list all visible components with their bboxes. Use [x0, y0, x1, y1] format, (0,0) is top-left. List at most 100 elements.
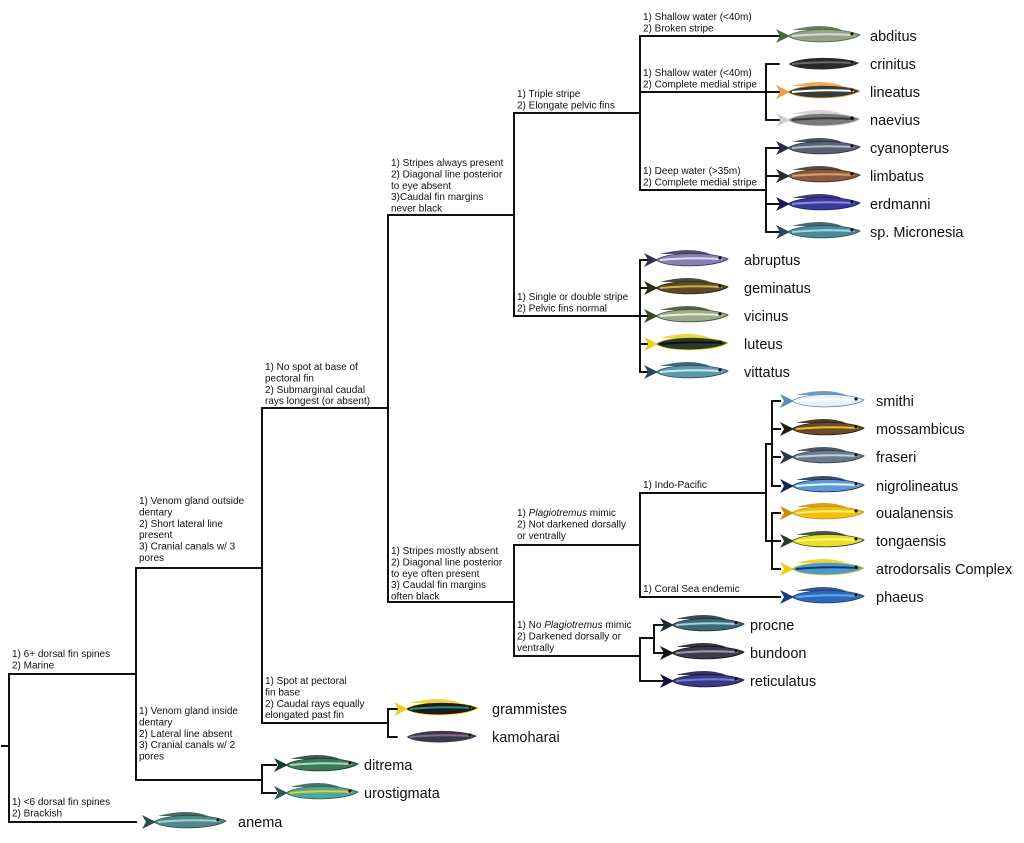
branch-shallow-complete [765, 63, 781, 121]
fish-lineatus [776, 82, 861, 99]
branch-triple-stripe [639, 35, 781, 191]
species-label-erdmanni: erdmanni [870, 197, 930, 213]
fish-tail [394, 730, 408, 744]
node-label-line: dentary [139, 507, 172, 518]
species-label-phaeus: phaeus [876, 590, 924, 606]
fish-body [791, 562, 865, 576]
fish-eye [850, 60, 854, 64]
fish-body [791, 422, 865, 436]
fish-dorsal-fin [792, 194, 842, 198]
fish-dorsal-fin [792, 110, 842, 114]
node-label-line: 1) Venom gland outside [139, 496, 245, 507]
node-label-line: 1) Stripes mostly absent [391, 546, 498, 557]
fish-dorsal-fin [660, 278, 710, 282]
species-label-cyanopterus: cyanopterus [870, 141, 949, 157]
fish-grammistes [394, 699, 479, 716]
fish-body [787, 113, 861, 127]
node-label-line: 2) Complete medial stripe [643, 177, 757, 188]
fish-body [285, 786, 359, 800]
fish-tail [644, 337, 658, 351]
node-label-line: 2) Complete medial stripe [643, 79, 757, 90]
node-label-line: 1) Single or double stripe [517, 292, 629, 303]
species-label-smithi: smithi [876, 394, 914, 410]
fish-vicinus [644, 306, 729, 323]
fish-body [791, 450, 865, 464]
fish-eye [854, 453, 858, 457]
fish-stripe [157, 819, 221, 823]
fish-eye [850, 200, 854, 204]
fish-dorsal-fin [676, 671, 726, 675]
fish-body [405, 730, 479, 744]
fish-reticulatus [660, 671, 745, 688]
fish-body [787, 141, 861, 155]
fish-body [791, 590, 865, 604]
fish-dorsal-fin [792, 54, 842, 58]
fish-tail [780, 590, 794, 604]
fish-stripe [791, 145, 855, 149]
species-label-crinitus: crinitus [870, 57, 916, 73]
fish-kamoharai [394, 727, 479, 744]
node-label-line: fin base [265, 687, 300, 698]
fish-stripe [795, 510, 859, 514]
species-label-urostigmata: urostigmata [364, 786, 441, 802]
fish-tail [274, 758, 288, 772]
fish-tail [780, 534, 794, 548]
fish-body [655, 281, 729, 295]
fish-body [655, 365, 729, 379]
fish-tail [644, 365, 658, 379]
fish-fraseri [780, 447, 865, 464]
species-label-anema: anema [238, 815, 283, 831]
fish-luteus [644, 334, 729, 351]
fish-geminatus [644, 278, 729, 295]
fish-tail [644, 281, 658, 295]
fish-stripe [675, 678, 739, 682]
fish-dorsal-fin [660, 306, 710, 310]
fish-tail [776, 57, 790, 71]
node-label-line: 1) Deep water (>35m) [643, 166, 741, 177]
fish-dorsal-fin [290, 783, 340, 787]
fish-eye [850, 172, 854, 176]
fish-eye [348, 789, 352, 793]
fish-stripe [795, 454, 859, 458]
fish-stripe [791, 89, 855, 93]
fish-body [787, 85, 861, 99]
species-label-procne: procne [750, 618, 794, 634]
node-label-line: or ventrally [517, 531, 566, 542]
node-label-line: 2) Lateral line absent [139, 729, 233, 740]
fish-stripe [659, 369, 723, 373]
fish-tail [776, 169, 790, 183]
fish-bundoon [660, 643, 745, 660]
node-label-shallow-broken: 1) Shallow water (<40m)2) Broken stripe [643, 12, 752, 34]
fish-stripe [791, 33, 855, 37]
species-label-abruptus: abruptus [744, 253, 800, 269]
node-label-line: 1) Plagiotremus mimic [517, 508, 616, 519]
branch-indo-pacific [765, 400, 781, 570]
fish-tail [780, 562, 794, 576]
fish-tail [776, 85, 790, 99]
fish-illustrations [142, 26, 865, 829]
fish-dorsal-fin [796, 476, 846, 480]
fish-tail [776, 225, 790, 239]
fish-eye [468, 705, 472, 709]
branch-root [1, 673, 137, 823]
fish-body [791, 479, 865, 493]
fish-body [791, 534, 865, 548]
fish-body [285, 758, 359, 772]
fish-dorsal-fin [796, 587, 846, 591]
fish-tail [780, 479, 794, 493]
fish-tail [660, 674, 674, 688]
node-label-line: pores [139, 752, 164, 763]
fish-body [787, 197, 861, 211]
node-label-line: 3) Cranial canals w/ 3 [139, 542, 236, 553]
fish-stripe [791, 117, 855, 121]
fish-stripe [659, 313, 723, 317]
fish-stripe [791, 201, 855, 205]
node-label-line: 1) Coral Sea endemic [643, 584, 740, 595]
fish-tail [780, 394, 794, 408]
fish-anema [142, 812, 227, 829]
